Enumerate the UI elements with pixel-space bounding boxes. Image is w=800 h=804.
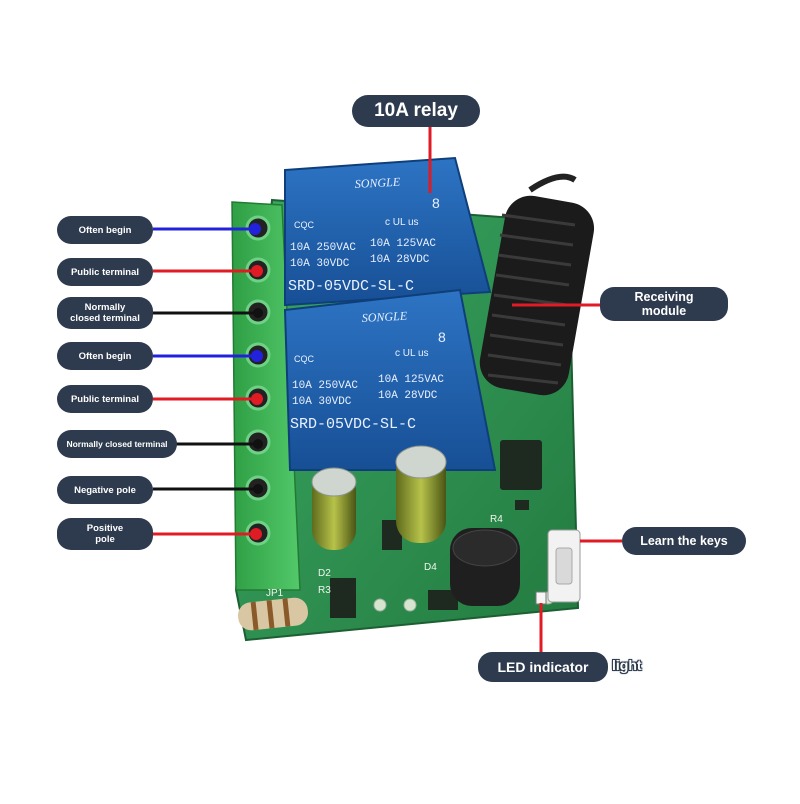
relay-top-brand: SONGLE [354,175,401,191]
callout-often-begin-1: Often begin [57,216,153,244]
antenna-coil [479,173,595,396]
callout-often-begin-2: Often begin [57,342,153,370]
relay-bottom-spec-l1: 10A 250VAC [292,380,358,392]
relay-top-spec-r1: 10A 125VAC [370,238,436,250]
callout-public-terminal-2: Public terminal [57,385,153,413]
capacitors [311,445,520,606]
relay-bottom-model: SRD-05VDC-SL-C [290,416,416,433]
terminal-dots [249,223,263,540]
learn-button-component [547,529,581,603]
callout-relay: 10A relay [352,95,480,127]
callout-normally-closed-2: Normally closed terminal [57,430,177,458]
relay-top: SONGLE CQC c UL us 8 10A 250VAC 10A 125V… [284,156,492,307]
relay-bottom-ul: c UL us [395,348,429,359]
pcb-label-jp1: JP1 [266,588,284,599]
pcb-components [330,440,542,618]
callout-public-terminal-1: Public terminal [57,258,153,286]
callout-learn-keys: Learn the keys [622,527,746,555]
relay-top-model: SRD-05VDC-SL-C [288,278,414,295]
relay-bottom-num: 8 [438,329,446,345]
resistor [238,597,308,631]
relay-top-ul: c UL us [385,217,419,228]
relay-bottom-spec-r1: 10A 125VAC [378,374,444,386]
callout-led-indicator: LED indicator [478,652,608,682]
relay-bottom-cert: CQC [294,354,315,364]
callout-negative-pole: Negative pole [57,476,153,504]
relay-top-cert: CQC [294,220,315,230]
pcb-label-r4: R4 [490,514,503,525]
pcb-label-r3: R3 [318,585,331,596]
relay-top-spec-r2: 10A 28VDC [370,254,430,266]
pcb-label-d2: D2 [318,568,331,579]
callout-led-suffix: light [612,657,642,673]
relay-top-spec-l1: 10A 250VAC [290,242,356,254]
relay-top-spec-l2: 10A 30VDC [290,258,350,270]
relay-bottom-spec-l2: 10A 30VDC [292,396,352,408]
relay-bottom-brand: SONGLE [361,309,408,325]
relay-bottom-spec-r2: 10A 28VDC [378,390,438,402]
relay-bottom: SONGLE CQC c UL us 8 10A 250VAC 10A 125V… [283,288,497,471]
led-component [535,591,547,605]
pointer-lines [428,127,622,652]
relay-top-num: 8 [432,195,440,211]
pcb-label-d4: D4 [424,562,437,573]
